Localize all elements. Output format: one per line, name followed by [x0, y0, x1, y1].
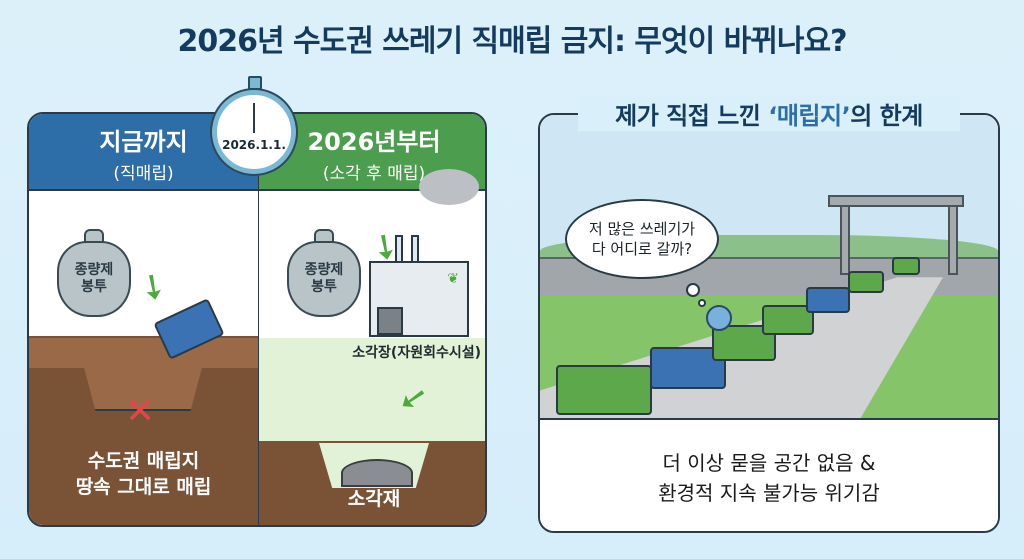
prohibited-x-icon: ✕	[125, 391, 156, 432]
smoke-icon	[419, 169, 479, 205]
leaf-icon: ❦	[447, 271, 459, 287]
garbage-truck-icon	[848, 271, 884, 293]
after-bottom-label: 소각재	[347, 488, 401, 510]
garbage-truck-icon	[892, 257, 920, 275]
incinerator-factory-icon: ❦	[369, 235, 469, 337]
after-subtitle: (소각 후 매립)	[322, 164, 426, 184]
stopwatch-icon: 2026.1.1.	[212, 90, 296, 174]
before-subtitle: (직매립)	[113, 164, 174, 184]
after-header: 2026년부터 (소각 후 매립)	[259, 114, 485, 189]
garbage-truck-icon	[762, 305, 814, 335]
stopwatch-date: 2026.1.1.	[222, 138, 286, 152]
facility-label: 소각장(자원회수시설)	[352, 345, 481, 361]
landfill-gate	[828, 195, 964, 207]
stopwatch-crown	[248, 76, 262, 90]
after-title: 2026년부터	[307, 128, 441, 156]
garbage-truck-icon	[556, 365, 652, 415]
person-icon	[706, 305, 732, 331]
story-title: 제가 직접 느낀 ‘매립지’의 한계	[578, 96, 960, 131]
page-title: 2026년 수도권 쓰레기 직매립 금지: 무엇이 바뀌나요?	[177, 24, 848, 59]
before-bottom-label: 수도권 매립지 땅속 그대로 매립	[75, 450, 212, 498]
before-title: 지금까지	[99, 128, 188, 156]
garbage-truck-icon	[806, 287, 850, 313]
story-caption: 더 이상 묻을 공간 없음 &환경적 지속 불가능 위기감	[540, 418, 998, 531]
landfill-pit	[77, 341, 209, 411]
ash-pile-icon	[341, 459, 413, 487]
